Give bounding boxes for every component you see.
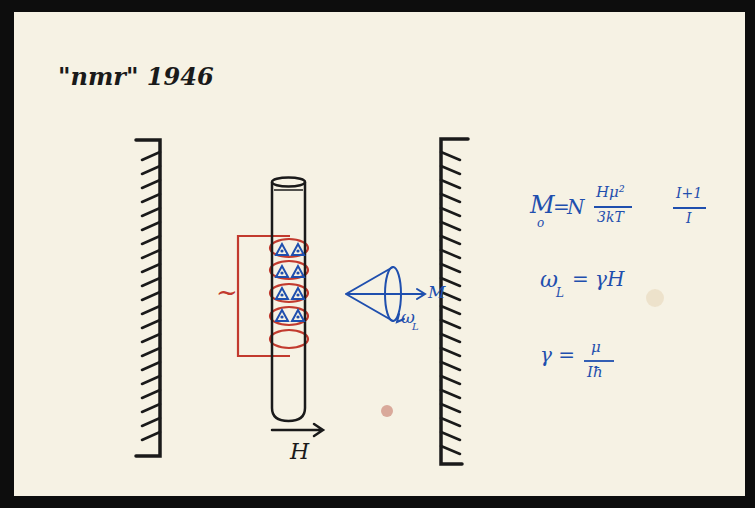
slide-title: "nmr" 1946 <box>58 64 214 90</box>
nuclear-spins <box>276 244 304 321</box>
fraction-denominator: Iħ <box>587 364 603 381</box>
stain <box>646 289 664 307</box>
equation-symbol: = γH <box>572 268 625 290</box>
magnet-pole <box>136 140 160 456</box>
equation-symbol: N <box>567 196 585 218</box>
equation-symbol: ω <box>540 268 558 292</box>
test-tube <box>272 178 305 422</box>
slide-ground <box>14 12 745 496</box>
fraction-denominator: I <box>686 211 692 226</box>
field-arrow <box>272 424 323 436</box>
stain <box>381 405 393 417</box>
ac-source-symbol: ~ <box>216 278 238 307</box>
subscript: o <box>537 217 544 230</box>
subscript: L <box>556 287 564 300</box>
fraction-numerator: I+1 <box>676 186 702 201</box>
equation-symbol: γ = <box>540 344 575 366</box>
fraction-denominator: 3kT <box>597 210 624 225</box>
equation-symbol: M <box>530 192 555 218</box>
magnetization-label: M <box>428 283 445 302</box>
fraction-numerator: μ <box>591 339 601 356</box>
field-label: H <box>290 440 309 464</box>
spin-dots <box>280 249 299 318</box>
fraction-numerator: Hμ² <box>596 184 625 201</box>
subscript: L <box>412 321 419 332</box>
